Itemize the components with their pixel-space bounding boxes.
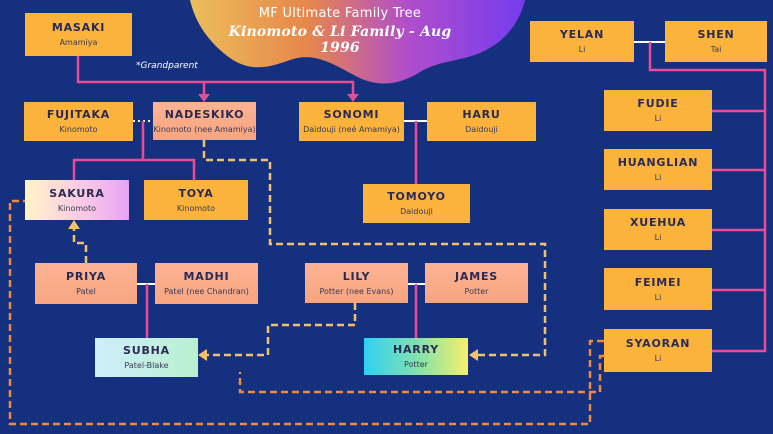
person-name: MADHI — [183, 270, 230, 283]
person-name: MASAKI — [51, 21, 106, 34]
person-harry[interactable]: HARRY Potter — [364, 338, 468, 375]
person-nadeskiko[interactable]: NADESKIKO Kinomoto (nee Amamiya) — [153, 102, 256, 140]
person-surname: Kinomoto — [176, 203, 216, 213]
person-shen[interactable]: SHEN Tai — [665, 21, 767, 62]
person-lily[interactable]: LILY Potter (nee Evans) — [305, 263, 408, 303]
arrowheads-pink — [198, 94, 359, 102]
person-name: FEIMEI — [634, 275, 682, 289]
person-name: SHEN — [697, 28, 735, 41]
person-name: SONOMI — [323, 108, 380, 121]
person-name: LILY — [342, 269, 371, 283]
person-feimei[interactable]: FEIMEI Li — [604, 268, 712, 310]
diagram-header: MF Ultimate Family Tree Kinomoto & Li Fa… — [210, 6, 470, 56]
person-surname: Kinomoto — [57, 203, 97, 213]
daidouji-connectors — [404, 120, 427, 184]
grandparent-connectors — [76, 56, 355, 96]
person-huanglian[interactable]: HUANGLIAN Li — [604, 149, 712, 190]
person-sonomi[interactable]: SONOMI Daidouji (neé Amamiya) — [299, 102, 404, 141]
li-connectors — [634, 41, 767, 353]
person-surname: Daidouji — [465, 125, 498, 134]
person-surname: Potter — [464, 286, 489, 296]
person-priya[interactable]: PRIYA Patel — [35, 263, 137, 304]
person-surname: Li — [654, 354, 662, 363]
person-fujitaka[interactable]: FUJITAKA Kinomoto — [24, 102, 133, 141]
person-fudie[interactable]: FUDIE Li — [604, 90, 712, 131]
person-surname: Kinomoto — [59, 125, 98, 134]
person-surname: Amamiya — [59, 38, 98, 47]
person-yelan[interactable]: YELAN Li — [530, 21, 634, 62]
patel-connectors — [72, 227, 155, 338]
person-surname: Potter (nee Evans) — [319, 286, 394, 296]
person-subha[interactable]: SUBHA Patel-Blake — [95, 338, 198, 377]
person-name: JAMES — [455, 269, 498, 283]
person-surname: Li — [654, 114, 662, 123]
person-tomoyo[interactable]: TOMOYO Daidouji — [363, 184, 470, 223]
person-name: PRIYA — [65, 270, 107, 283]
person-madhi[interactable]: MADHI Patel (nee Chandran) — [155, 263, 258, 304]
person-name: HARRY — [392, 343, 440, 356]
header-blob — [190, 0, 525, 84]
person-sakura[interactable]: SAKURA Kinomoto — [25, 180, 129, 220]
person-name: XUEHUA — [629, 216, 687, 229]
potter-connectors — [202, 140, 547, 357]
person-james[interactable]: JAMES Potter — [425, 263, 528, 303]
person-name: FUJITAKA — [46, 108, 111, 121]
person-name: SYAORAN — [625, 337, 691, 350]
person-surname: Patel-Blake — [124, 361, 169, 370]
person-name: NADESKIKO — [164, 107, 245, 121]
person-surname: Li — [654, 173, 662, 182]
person-surname: Daidouji — [400, 207, 433, 216]
arrowhead-sakura — [68, 220, 80, 229]
person-surname: Daidouji (neé Amamiya) — [303, 125, 400, 134]
person-name: SAKURA — [49, 186, 105, 200]
arrowheads-dashed — [198, 349, 478, 361]
person-surname: Tai — [710, 45, 722, 54]
person-name: YELAN — [559, 28, 605, 41]
person-surname: Kinomoto (nee Amamiya) — [153, 124, 256, 134]
person-haru[interactable]: HARU Daidouji — [427, 102, 536, 141]
person-name: HUANGLIAN — [617, 156, 699, 169]
grandparent-note: *Grandparent — [136, 61, 198, 71]
person-surname: Patel (nee Chandran) — [164, 287, 249, 296]
person-name: FUDIE — [637, 97, 679, 110]
diagram-subtitle: Kinomoto & Li Family - Aug 1996 — [228, 24, 452, 56]
person-toya[interactable]: TOYA Kinomoto — [144, 180, 248, 220]
person-name: SUBHA — [123, 344, 170, 357]
person-surname: Potter — [404, 360, 428, 369]
diagram-title: MF Ultimate Family Tree — [258, 6, 422, 21]
person-surname: Li — [578, 45, 586, 54]
syaoran-dashed-connectors — [8, 199, 604, 426]
person-name: TOYA — [178, 186, 214, 200]
person-masaki[interactable]: MASAKI Amamiya — [25, 13, 132, 56]
person-surname: Patel — [76, 287, 96, 296]
kinomoto-connectors — [72, 120, 196, 180]
person-surname: Li — [654, 233, 662, 242]
person-name: HARU — [462, 108, 501, 121]
person-surname: Li — [654, 292, 662, 302]
person-xuehua[interactable]: XUEHUA Li — [604, 209, 712, 250]
person-name: TOMOYO — [387, 190, 446, 203]
person-syaoran[interactable]: SYAORAN Li — [604, 329, 712, 372]
